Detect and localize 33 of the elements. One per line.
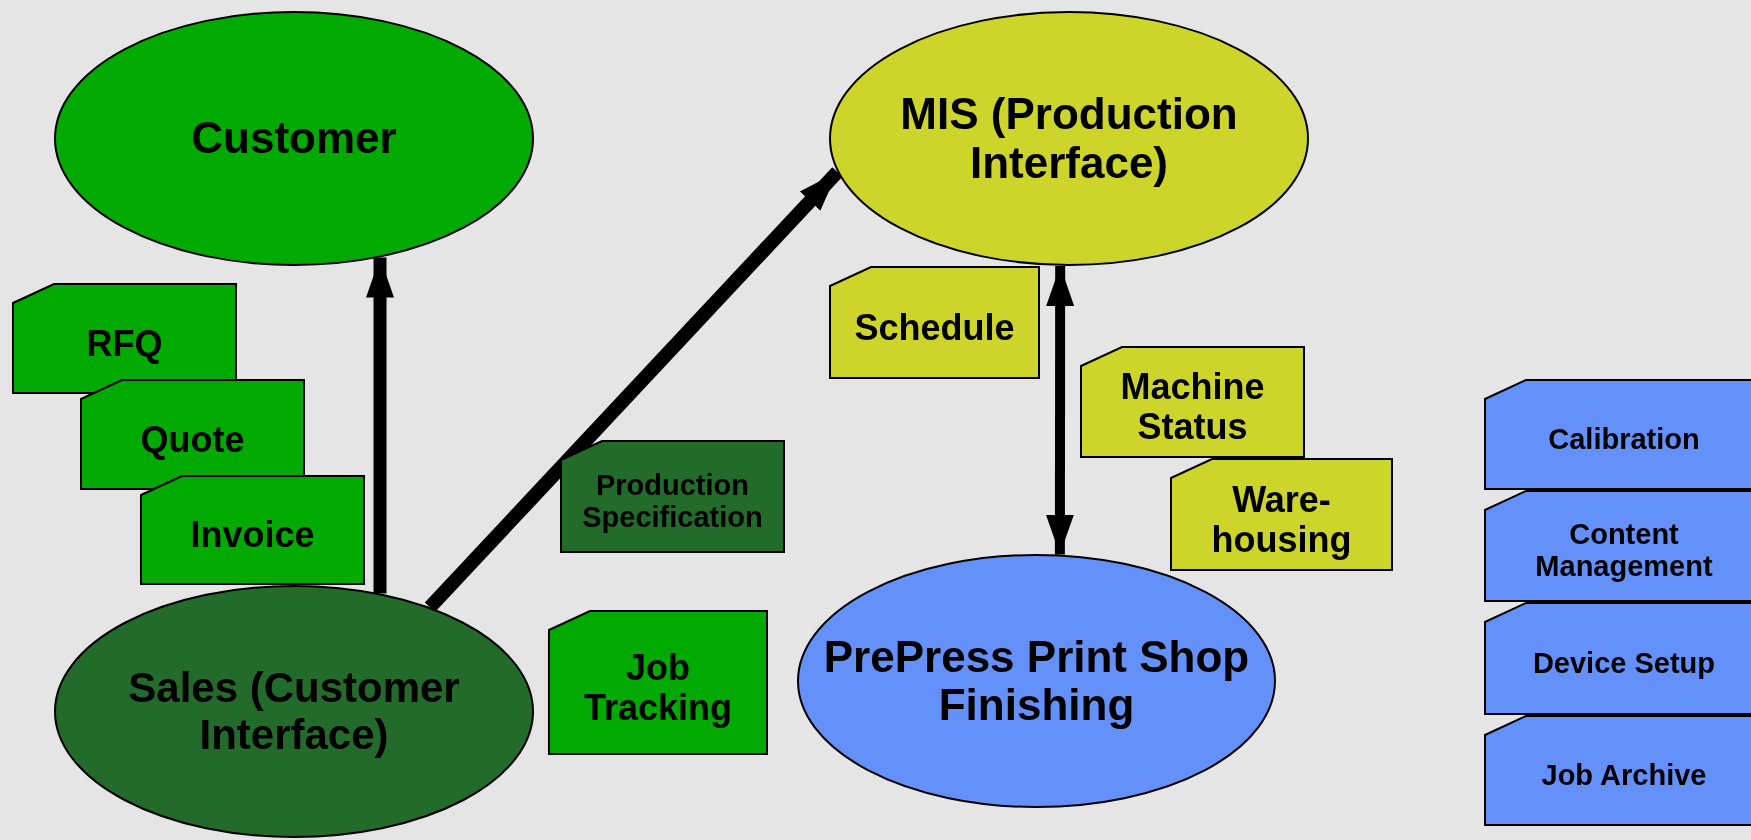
document-card bbox=[548, 610, 768, 755]
node-label: Invoice bbox=[190, 513, 315, 555]
document-card bbox=[1080, 346, 1305, 458]
node-label: RFQ bbox=[86, 321, 163, 364]
document-card bbox=[1170, 458, 1393, 571]
ellipse-node bbox=[54, 11, 534, 266]
ellipse-node bbox=[54, 585, 534, 838]
arrow bbox=[366, 257, 394, 594]
arrow bbox=[1045, 265, 1075, 555]
node-label: Device Setup bbox=[1532, 645, 1716, 680]
document-card bbox=[1484, 379, 1751, 490]
document-card bbox=[1484, 715, 1751, 826]
document-card bbox=[829, 266, 1040, 379]
node-label: Schedule bbox=[854, 305, 1015, 348]
node-label: Production Specification bbox=[581, 467, 764, 534]
node-label: Customer bbox=[191, 114, 397, 163]
node-label: Job Archive bbox=[1541, 757, 1707, 792]
document-card bbox=[80, 379, 305, 490]
node-label: Quote bbox=[140, 417, 245, 460]
document-card bbox=[560, 440, 785, 553]
node-label: MIS (Production Interface) bbox=[899, 90, 1239, 187]
document-card bbox=[1484, 490, 1751, 602]
node-label: PrePress Print Shop Finishing bbox=[822, 632, 1251, 730]
node-label: Ware- housing bbox=[1210, 477, 1353, 560]
node-label: Content Management bbox=[1534, 517, 1714, 583]
node-label: Machine Status bbox=[1119, 365, 1266, 447]
node-label: Calibration bbox=[1548, 421, 1700, 456]
document-card bbox=[1484, 602, 1751, 715]
node-label: Sales (Customer Interface) bbox=[127, 665, 461, 758]
ellipse-node bbox=[829, 11, 1309, 266]
document-card bbox=[140, 475, 365, 585]
document-card bbox=[12, 283, 237, 394]
node-label: Job Tracking bbox=[582, 645, 734, 728]
